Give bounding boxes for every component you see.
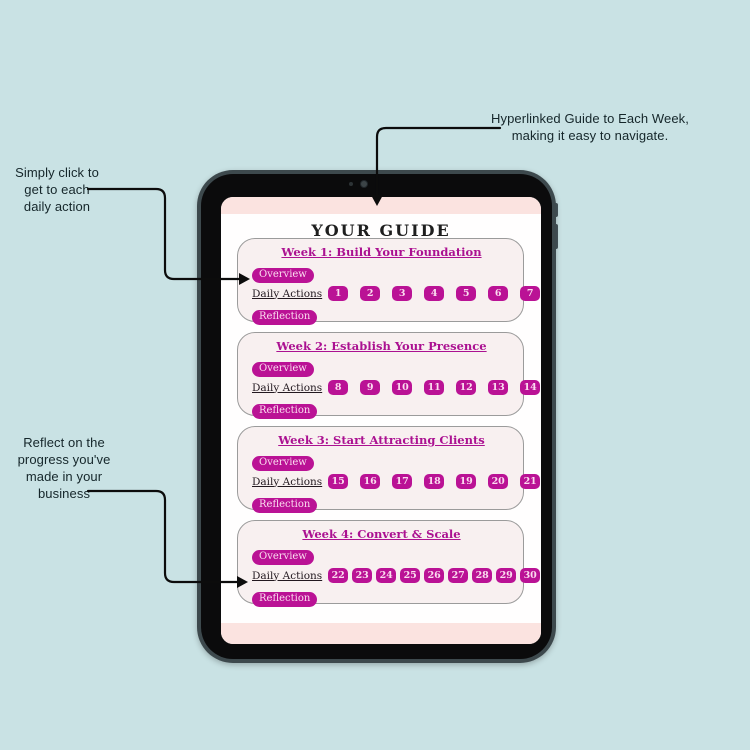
day-link[interactable]: 12 [456, 380, 477, 395]
day-link[interactable]: 6 [488, 286, 509, 301]
day-link[interactable]: 29 [496, 568, 517, 583]
day-link[interactable]: 16 [360, 474, 381, 489]
day-link[interactable]: 30 [520, 568, 541, 583]
week-3-title-link[interactable]: Week 3: Start Attracting Clients [278, 433, 485, 447]
tablet-screen: YOUR GUIDE Week 1: Build Your Foundation… [221, 197, 541, 644]
annotation-line: Hyperlinked Guide to Each Week, [491, 111, 689, 126]
week-1-day-links: 1 2 3 4 5 6 7 [328, 286, 541, 301]
camera-sensor-icon [349, 182, 353, 186]
day-link[interactable]: 8 [328, 380, 349, 395]
day-link[interactable]: 4 [424, 286, 445, 301]
week-2-day-links: 8 9 10 11 12 13 14 [328, 380, 541, 395]
week-3-day-links: 15 16 17 18 19 20 21 [328, 474, 541, 489]
day-link[interactable]: 10 [392, 380, 413, 395]
annotation-reflect-progress: Reflect on the progress you've made in y… [17, 435, 111, 501]
day-link[interactable]: 5 [456, 286, 477, 301]
week-2-reflection-link[interactable]: Reflection [252, 404, 318, 419]
week-card-3: Week 3: Start Attracting Clients Overvie… [237, 426, 541, 513]
day-link[interactable]: 3 [392, 286, 413, 301]
week-3-daily-actions-link[interactable]: Daily Actions [252, 475, 323, 488]
day-link[interactable]: 18 [424, 474, 445, 489]
week-3-reflection-link[interactable]: Reflection [252, 498, 318, 513]
day-link[interactable]: 23 [352, 568, 373, 583]
week-1-reflection-link[interactable]: Reflection [252, 310, 318, 325]
week-4-daily-actions-link[interactable]: Daily Actions [252, 569, 323, 582]
week-2-title-link[interactable]: Week 2: Establish Your Presence [276, 339, 487, 353]
day-link[interactable]: 11 [424, 380, 445, 395]
day-link[interactable]: 25 [400, 568, 421, 583]
week-4-reflection-link[interactable]: Reflection [252, 592, 318, 607]
day-link[interactable]: 13 [488, 380, 509, 395]
day-link[interactable]: 24 [376, 568, 397, 583]
week-2-overview-link[interactable]: Overview [252, 362, 314, 377]
week-4-title-link[interactable]: Week 4: Convert & Scale [302, 527, 461, 541]
week-card-1: Week 1: Build Your Foundation Overview D… [237, 238, 541, 325]
day-link[interactable]: 2 [360, 286, 381, 301]
day-link[interactable]: 1 [328, 286, 349, 301]
week-card-list: Week 1: Build Your Foundation Overview D… [237, 238, 541, 607]
week-1-title-link[interactable]: Week 1: Build Your Foundation [281, 245, 482, 259]
week-1-overview-link[interactable]: Overview [252, 268, 314, 283]
week-4-overview-link[interactable]: Overview [252, 550, 314, 565]
week-3-overview-link[interactable]: Overview [252, 456, 314, 471]
tablet-frame: YOUR GUIDE Week 1: Build Your Foundation… [197, 170, 556, 663]
week-card-2: Week 2: Establish Your Presence Overview… [237, 332, 541, 419]
day-link[interactable]: 26 [424, 568, 445, 583]
day-link[interactable]: 21 [520, 474, 541, 489]
week-card-4: Week 4: Convert & Scale Overview Daily A… [237, 520, 541, 607]
week-1-daily-actions-link[interactable]: Daily Actions [252, 287, 323, 300]
front-camera-icon [360, 180, 368, 188]
tablet-bezel: YOUR GUIDE Week 1: Build Your Foundation… [201, 174, 552, 659]
page-title: YOUR GUIDE [311, 221, 451, 240]
day-link[interactable]: 28 [472, 568, 493, 583]
day-link[interactable]: 19 [456, 474, 477, 489]
day-link[interactable]: 7 [520, 286, 541, 301]
day-link[interactable]: 22 [328, 568, 349, 583]
day-link[interactable]: 9 [360, 380, 381, 395]
annotation-line: making it easy to navigate. [511, 128, 669, 143]
week-4-day-links: 22 23 24 25 26 27 28 29 30 [328, 568, 541, 583]
week-2-daily-actions-link[interactable]: Daily Actions [252, 381, 323, 394]
day-link[interactable]: 15 [328, 474, 349, 489]
annotation-simply-click: Simply click to get to each daily action [15, 165, 99, 214]
footer-pink-band [221, 623, 541, 644]
day-link[interactable]: 27 [448, 568, 469, 583]
day-link[interactable]: 20 [488, 474, 509, 489]
day-link[interactable]: 17 [392, 474, 413, 489]
day-link[interactable]: 14 [520, 380, 541, 395]
header-pink-band [221, 197, 541, 214]
annotation-hyperlinked-guide: Hyperlinked Guide to Each Week, making i… [478, 110, 702, 144]
